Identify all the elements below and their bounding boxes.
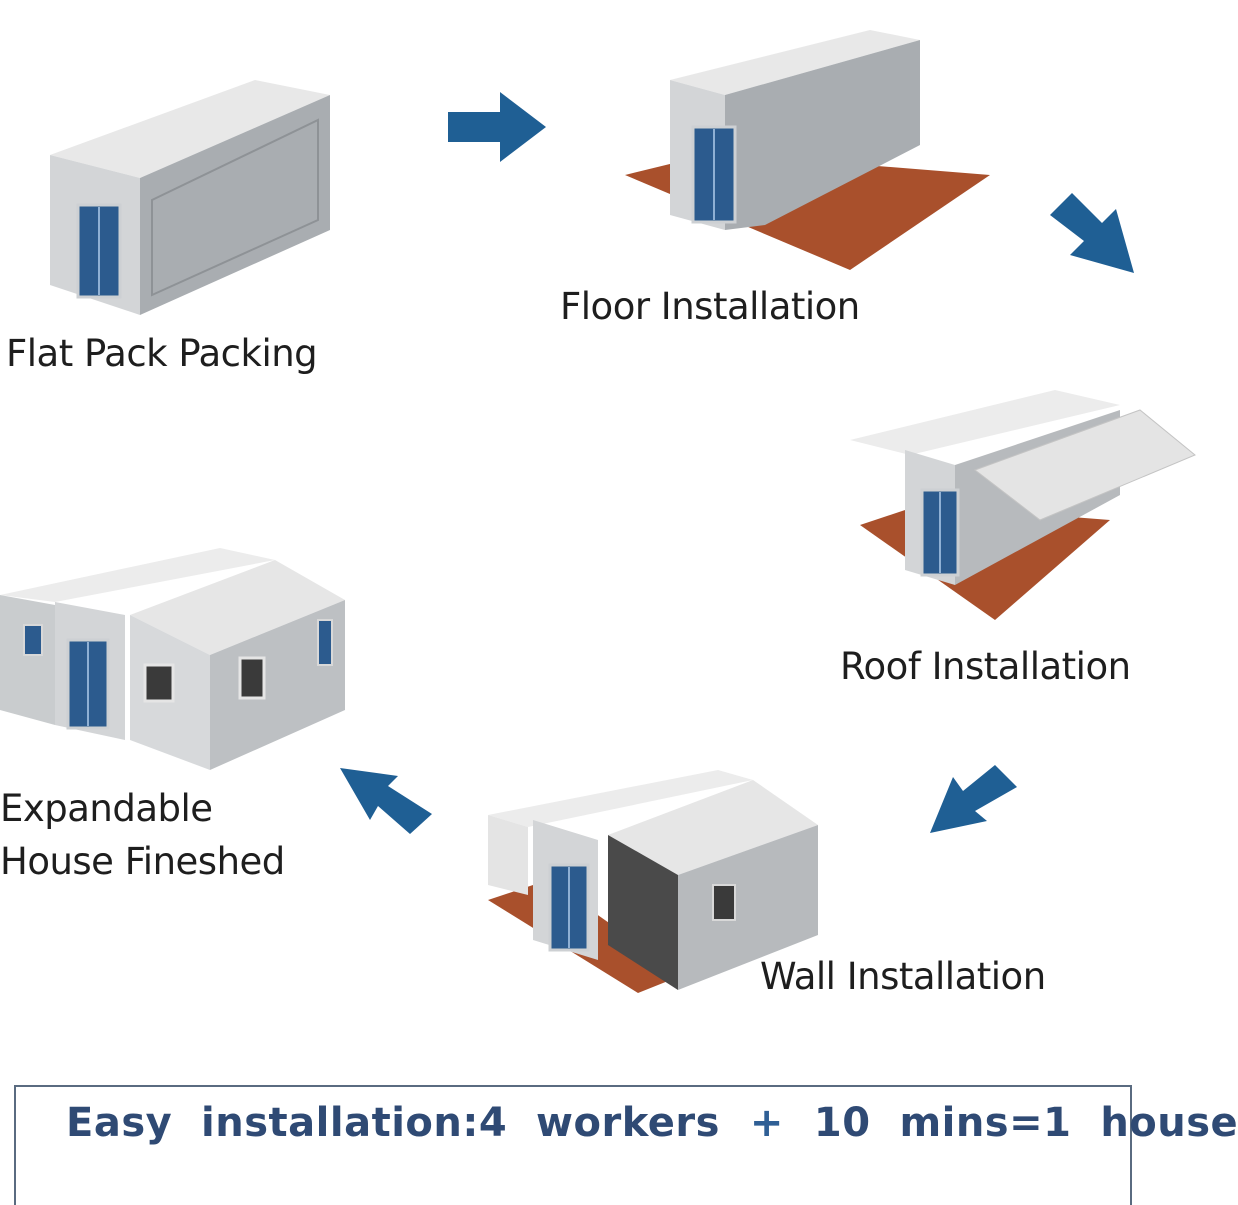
step-label-wall: Wall Installation [760, 955, 1046, 998]
arrow-right-icon [448, 92, 546, 162]
floor-installation-illustration [625, 30, 990, 270]
footer-caption: Easy installation:4 workers +10 mins=1 ho… [66, 1100, 1238, 1146]
arrow-down-left-icon [930, 765, 1017, 833]
footer-text-part1: Easy installation:4 workers [66, 1100, 720, 1146]
expandable-house-illustration [0, 548, 345, 770]
wall-installation-illustration [488, 770, 818, 993]
arrow-up-left-icon [340, 768, 432, 834]
footer-banner [14, 1085, 1132, 1205]
roof-installation-illustration [850, 390, 1196, 620]
step-label-expandable-line1: Expandable [0, 787, 213, 830]
arrow-down-right-icon [1050, 193, 1134, 273]
step-label-expandable-line2: House Fineshed [0, 840, 285, 883]
plus-icon: + [749, 1100, 784, 1146]
footer-text-part2: 10 mins=1 house [813, 1100, 1238, 1146]
step-label-floor: Floor Installation [560, 285, 860, 328]
step-label-roof: Roof Installation [840, 645, 1131, 688]
flat-pack-house-illustration [50, 80, 330, 315]
step-label-flat-pack: Flat Pack Packing [6, 332, 318, 375]
